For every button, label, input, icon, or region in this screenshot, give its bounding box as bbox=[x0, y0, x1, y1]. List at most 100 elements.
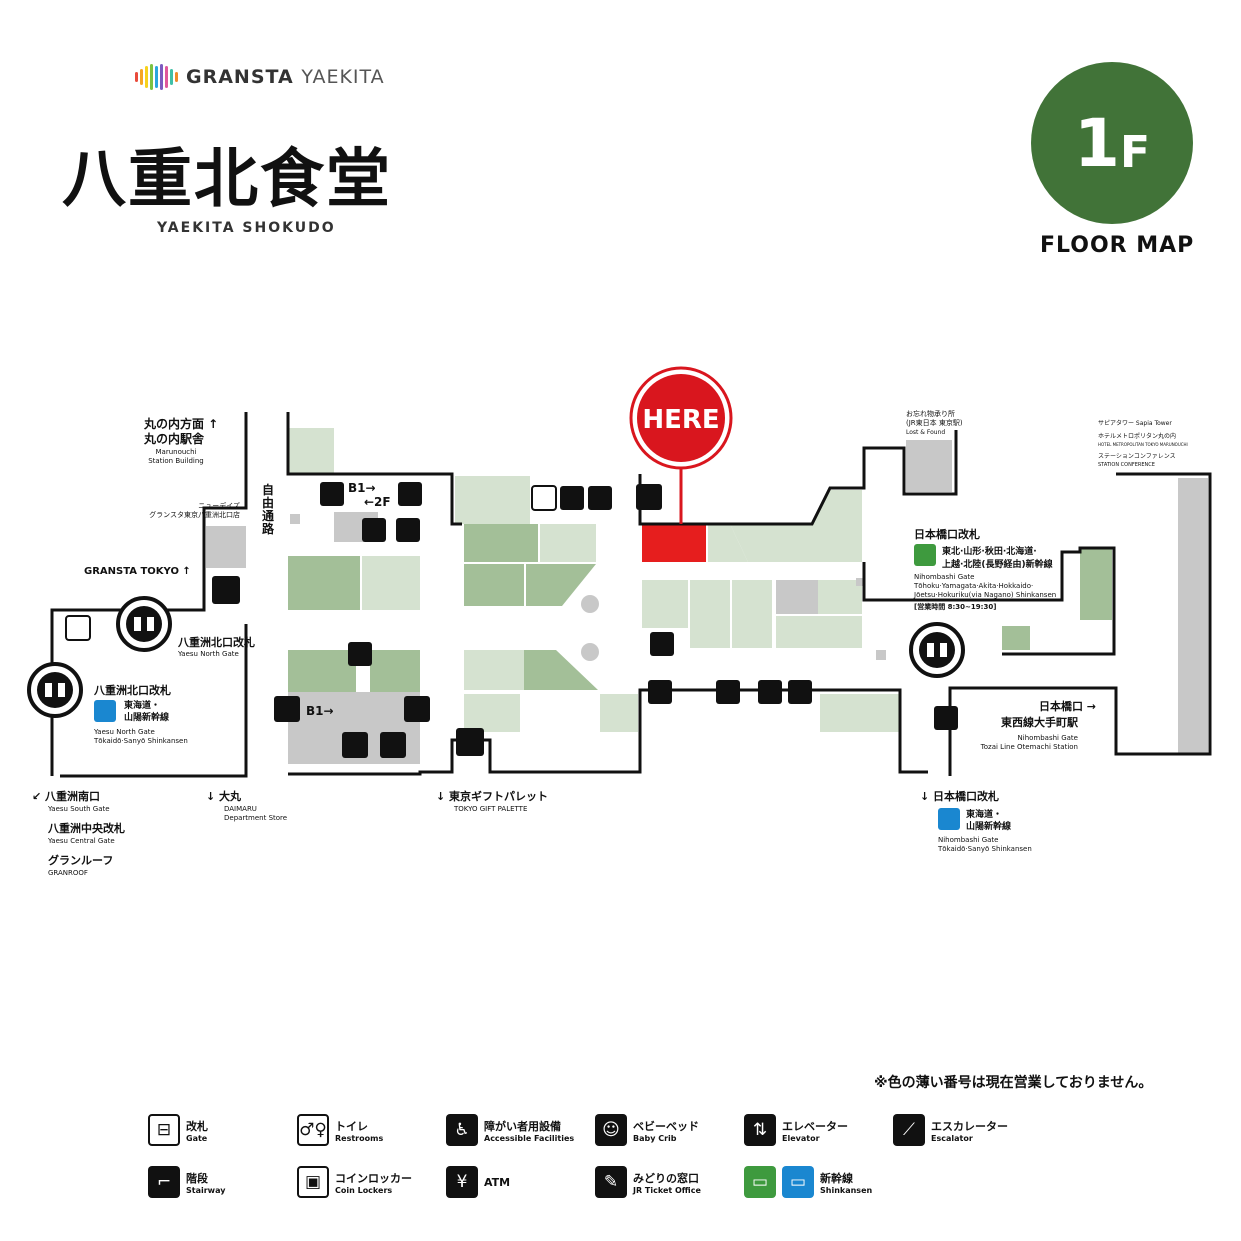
service-block bbox=[776, 580, 818, 614]
shop-block[interactable] bbox=[464, 694, 520, 732]
logo-bar bbox=[170, 69, 173, 85]
ticket-office-icon[interactable] bbox=[212, 576, 240, 604]
gate-icon[interactable] bbox=[909, 622, 965, 678]
shop-block[interactable] bbox=[600, 694, 638, 732]
label-tozai: 東西線大手町駅 bbox=[1001, 715, 1078, 729]
legend-label-en: Gate bbox=[186, 1133, 208, 1143]
shop-block[interactable] bbox=[370, 650, 420, 692]
atm-icon[interactable] bbox=[650, 632, 674, 656]
label-nihombashi-lines-2: 上越·北陸(長野経由)新幹線 bbox=[942, 558, 1053, 570]
gate-icon: ⊟ bbox=[148, 1114, 180, 1146]
shop-block[interactable] bbox=[526, 564, 596, 606]
stairway-icon: ⌐ bbox=[148, 1166, 180, 1198]
stairway-icon[interactable] bbox=[404, 696, 430, 722]
wheelchair-icon[interactable] bbox=[560, 486, 584, 510]
shop-block[interactable] bbox=[288, 556, 360, 610]
here-shop[interactable] bbox=[642, 524, 706, 562]
shop-block[interactable] bbox=[464, 564, 524, 606]
baby-crib-icon[interactable] bbox=[588, 486, 612, 510]
facility-icons bbox=[65, 482, 960, 830]
atm-icon[interactable] bbox=[788, 680, 812, 704]
label-gift-palette-en: TOKYO GIFT PALETTE bbox=[453, 805, 527, 813]
shop-block[interactable] bbox=[708, 524, 748, 562]
label-nihombashi-exit: 日本橋口 → bbox=[1039, 699, 1096, 713]
shop-block[interactable] bbox=[730, 490, 862, 562]
shop-block[interactable] bbox=[1080, 548, 1112, 620]
floor-number: 1 bbox=[1074, 104, 1120, 182]
label-newdays-2: グランスタ東京八重洲北口店 bbox=[149, 510, 240, 519]
legend-text: ATM bbox=[484, 1176, 510, 1189]
coin-locker-icon[interactable] bbox=[362, 518, 386, 542]
atm-icon[interactable] bbox=[758, 680, 782, 704]
escalator-icon[interactable] bbox=[380, 732, 406, 758]
logo-bar bbox=[165, 66, 168, 88]
shop-block[interactable] bbox=[455, 476, 530, 524]
label-2f: ←2F bbox=[364, 495, 391, 509]
shop-block[interactable] bbox=[820, 694, 900, 732]
label-nihombashi-gate: 日本橋口改札 bbox=[914, 527, 980, 541]
coin-locker-icon[interactable] bbox=[65, 615, 91, 641]
label-station-conf-en: STATION CONFERENCE bbox=[1098, 462, 1155, 468]
label-tokaido-en-2: Tōkaidō·Sanyō Shinkansen bbox=[93, 737, 188, 745]
page-title: 八重北食堂 bbox=[62, 142, 392, 217]
label-free-passage-3: 通 bbox=[262, 508, 274, 523]
closed-notice: ※色の薄い番号は現在営業しておりません。 bbox=[874, 1075, 1153, 1091]
shop-block[interactable] bbox=[818, 580, 862, 614]
stairway-icon[interactable] bbox=[274, 696, 300, 722]
wheelchair-icon: ♿ bbox=[446, 1114, 478, 1146]
label-nihombashi-en-2: Tōhoku·Yamagata·Akita·Hokkaido· bbox=[913, 582, 1033, 590]
logo-bar bbox=[160, 64, 163, 90]
stairway-icon[interactable] bbox=[636, 484, 662, 510]
label-yaesu-north-gate-en: Yaesu North Gate bbox=[177, 650, 239, 658]
label-tokaido: 東海道・ bbox=[124, 699, 160, 711]
shop-block[interactable] bbox=[288, 650, 356, 692]
logo-bar bbox=[150, 64, 153, 90]
shop-block[interactable] bbox=[540, 524, 596, 562]
shop-block[interactable] bbox=[464, 524, 538, 562]
shop-block[interactable] bbox=[524, 650, 598, 690]
shop-block[interactable] bbox=[1002, 626, 1030, 650]
coin-locker-icon[interactable] bbox=[648, 680, 672, 704]
shop-block[interactable] bbox=[642, 580, 688, 628]
coin-locker-icon[interactable] bbox=[716, 680, 740, 704]
stairway-icon[interactable] bbox=[398, 482, 422, 506]
elevator-icon[interactable] bbox=[456, 728, 484, 756]
label-station-conf: ステーションコンファレンス bbox=[1098, 453, 1176, 460]
shop-block[interactable] bbox=[362, 556, 420, 610]
shop-block[interactable] bbox=[732, 580, 772, 648]
label-b1-lower: B1→ bbox=[306, 704, 334, 718]
restroom-icon[interactable] bbox=[531, 485, 557, 511]
legend-label-en: Coin Lockers bbox=[335, 1185, 393, 1195]
gate-icon[interactable] bbox=[27, 662, 83, 718]
shop-block[interactable] bbox=[464, 650, 524, 690]
pillar bbox=[581, 595, 599, 613]
label-granroof-en: GRANROOF bbox=[48, 869, 88, 877]
label-marunouchi-en: Marunouchi bbox=[155, 448, 196, 456]
shop-block[interactable] bbox=[776, 616, 862, 648]
atm-icon[interactable] bbox=[348, 642, 372, 666]
gate-icon[interactable] bbox=[116, 596, 172, 652]
escalator-icon[interactable] bbox=[396, 518, 420, 542]
coin-locker-icon[interactable] bbox=[934, 706, 958, 730]
coin-locker-icon[interactable] bbox=[342, 732, 368, 758]
shop-block[interactable] bbox=[288, 428, 334, 474]
stairway-icon[interactable] bbox=[320, 482, 344, 506]
elevator-icon: ⇅ bbox=[744, 1114, 776, 1146]
logo-bars-icon bbox=[135, 64, 178, 90]
legend-label: 階段 bbox=[186, 1171, 208, 1185]
logo-bar bbox=[140, 69, 143, 85]
shop-block[interactable] bbox=[690, 580, 730, 648]
logo-bar bbox=[135, 72, 138, 82]
label-daimaru-en-2: Department Store bbox=[224, 814, 287, 822]
logo-bar bbox=[175, 72, 178, 82]
